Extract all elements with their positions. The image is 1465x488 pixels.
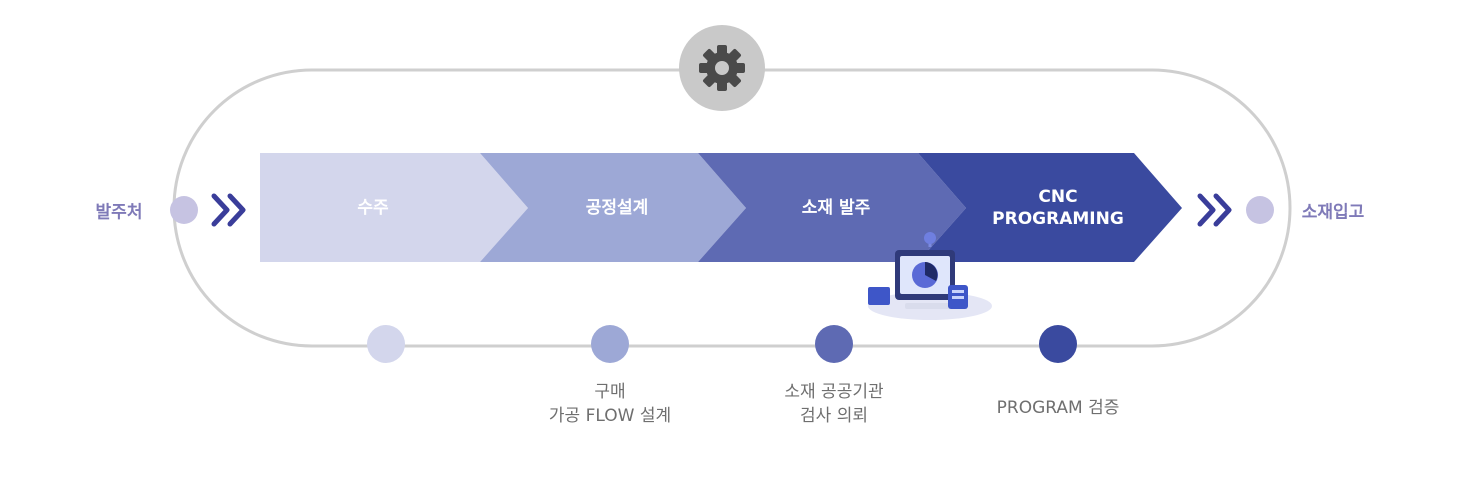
step-label-line: PROGRAMING (992, 209, 1124, 229)
step-label-4: CNC PROGRAMING (992, 186, 1124, 230)
step-label-line: 공정설계 (585, 198, 649, 218)
milestone-desc-line: 가공 FLOW 설계 (548, 406, 672, 426)
start-label: 발주처 (95, 202, 143, 223)
milestone-desc-line: 검사 의뢰 (800, 406, 868, 426)
gear-icon (699, 45, 745, 91)
milestone-dot-2 (591, 325, 629, 363)
milestone-desc-line: PROGRAM 검증 (996, 398, 1120, 418)
double-chevron-right-icon (211, 193, 246, 227)
step-label-line: CNC (1038, 187, 1078, 207)
end-label: 소재입고 (1301, 202, 1365, 223)
step-arrow-3 (698, 153, 966, 262)
milestones (367, 325, 1077, 363)
step-arrow-2 (480, 153, 746, 262)
step-arrow-4 (918, 153, 1182, 262)
computer-monitor-illustration (868, 232, 992, 320)
step-arrows (260, 153, 1182, 262)
step-label-line: 수주 (357, 198, 389, 218)
milestone-dot-3 (815, 325, 853, 363)
end-dot (1246, 196, 1274, 224)
step-label-3: 소재 발주 (802, 197, 870, 219)
step-label-line: 소재 발주 (801, 198, 871, 218)
step-label-2: 공정설계 (586, 197, 649, 219)
step-arrow-1 (260, 153, 528, 262)
start-dot (170, 196, 198, 224)
milestone-desc-4: PROGRAM 검증 (997, 396, 1120, 420)
milestone-dot-4 (1039, 325, 1077, 363)
step-label-1: 수주 (357, 197, 388, 219)
milestone-desc-2: 구매 가공 FLOW 설계 (549, 380, 671, 428)
milestone-desc-line: 소재 공공기관 (784, 382, 884, 402)
milestone-desc-3: 소재 공공기관 검사 의뢰 (784, 380, 883, 428)
double-chevron-right-icon (1197, 193, 1232, 227)
milestone-desc-line: 구매 (594, 382, 626, 402)
milestone-dot-1 (367, 325, 405, 363)
process-track (172, 68, 1292, 348)
